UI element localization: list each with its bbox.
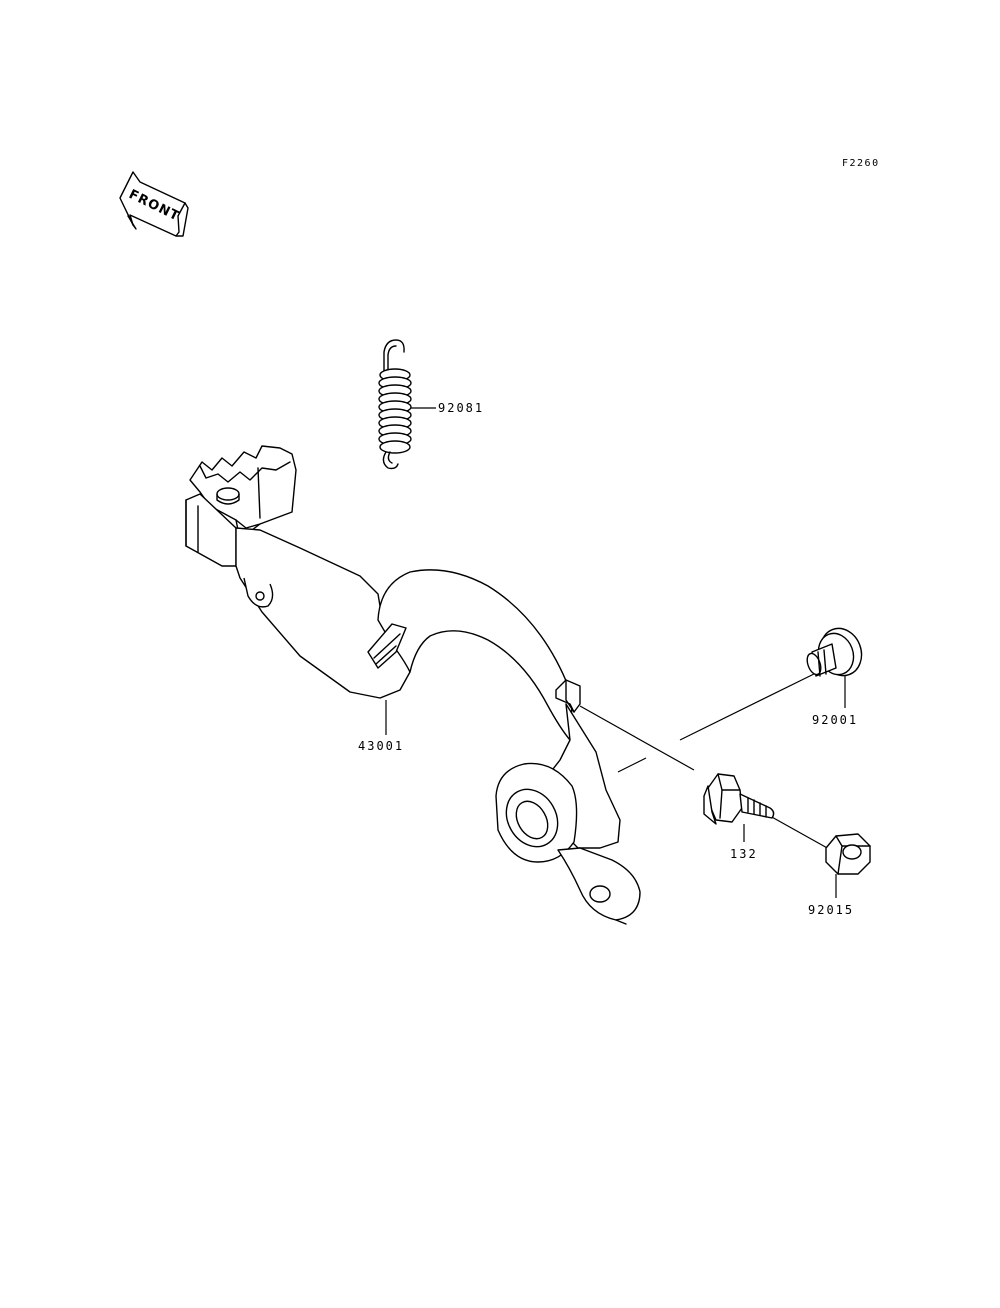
nut-92015 xyxy=(825,833,871,875)
brake-pedal-43001 xyxy=(185,445,641,925)
part-number-43001: 43001 xyxy=(358,739,404,753)
spring-92081 xyxy=(378,339,412,470)
flanged-bolt-132 xyxy=(703,773,775,825)
part-number-92001: 92001 xyxy=(812,713,858,727)
bolt-92001 xyxy=(806,627,863,677)
figure-id: F2260 xyxy=(842,158,880,169)
part-number-132: 132 xyxy=(730,847,758,861)
part-number-92015: 92015 xyxy=(808,903,854,917)
front-arrow-icon: FRONT xyxy=(119,171,189,237)
part-number-92081: 92081 xyxy=(438,401,484,415)
